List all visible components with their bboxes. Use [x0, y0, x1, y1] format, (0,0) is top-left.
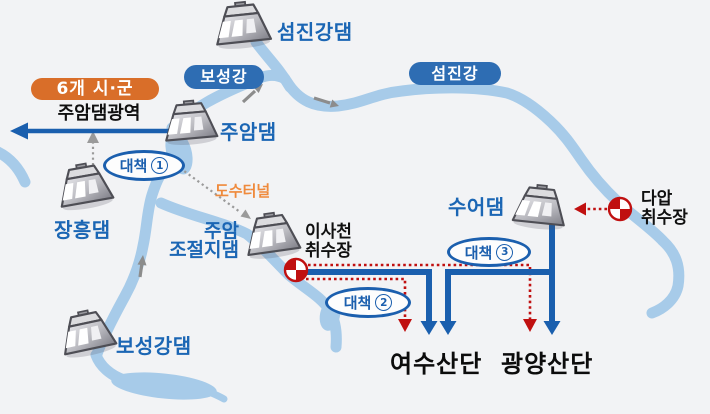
region-count-badge: 6개 시·군: [31, 78, 159, 100]
flow-arrow-layer: [137, 84, 339, 278]
red-arrowhead-sueo: [574, 202, 586, 216]
river-pill-seomjin: 섬진강: [409, 62, 501, 85]
sueo-dam-icon: [511, 181, 569, 233]
blue-arrowhead-west: [10, 122, 28, 140]
boseonggang-dam-label: 보성강댐: [116, 334, 192, 358]
juam-regulating-dam-label: 주암 조절지댐: [150, 222, 239, 260]
juam-regulating-dam-icon: [242, 208, 303, 263]
flow-arrowhead-left-river: [137, 255, 147, 266]
juam-dam-label: 주암댐: [220, 120, 277, 144]
flow-arrow-boseong: [241, 89, 257, 104]
daap-intake-icon: [607, 196, 633, 222]
juam-regulating-dam-label-line1: 주암: [204, 220, 239, 242]
measure-2-label: 대책: [343, 294, 372, 312]
measure-1-label: 대책: [119, 157, 148, 175]
measure-1-number: 1: [151, 157, 169, 174]
seomjingang-dam-icon: [212, 0, 273, 53]
isacheon-intake-icon: [283, 257, 309, 283]
seomjingang-dam-label: 섬진강댐: [277, 20, 353, 44]
pipe-layer: [10, 122, 561, 335]
blue-arrowhead-yeosu-2: [439, 321, 457, 335]
juam-regulating-dam-label-line2: 조절지댐: [169, 239, 239, 261]
supply-line-label: 주암댐광역: [57, 103, 141, 124]
sueo-branch-pipe: [445, 269, 552, 321]
tunnel-label: 도수터널: [215, 182, 271, 200]
daap-intake-label-line2: 취수장: [641, 208, 688, 228]
red-arrowhead-gwangyang: [523, 319, 537, 332]
daap-intake-label-line1: 다압: [641, 189, 673, 209]
isacheon-to-gwangyang-line: [308, 263, 532, 319]
isacheon-supply-pipe: [302, 269, 432, 321]
tunnel-arrowhead: [240, 209, 251, 219]
flow-arrowhead-seomjin: [329, 99, 339, 108]
flow-arrow-seomjin: [313, 96, 331, 105]
isacheon-intake-label-line1: 이사천: [305, 222, 352, 242]
yeosu-complex-label: 여수산단: [390, 350, 483, 378]
blue-arrowhead-yeosu-1: [420, 321, 438, 335]
boseonggang-dam-icon: [56, 304, 119, 362]
boseong-lake: [111, 372, 217, 400]
river-boseong-lower: [91, 154, 178, 360]
measure-3-label: 대책: [464, 243, 493, 262]
isacheon-intake-label-line2: 취수장: [305, 241, 352, 261]
jangheung-dam-label: 장흥댐: [54, 218, 111, 242]
tunnel-line: [179, 167, 241, 213]
jangheung-connector-arrowhead: [87, 131, 99, 143]
gwangyang-complex-label: 광양산단: [501, 350, 594, 378]
river-far-left: [0, 146, 31, 188]
river-pill-boseong: 보성강: [184, 65, 264, 89]
sueo-dam-label: 수어댐: [448, 195, 505, 219]
isacheon-intake-label: 이사천 취수장: [305, 223, 352, 261]
measure-2-number: 2: [375, 294, 393, 311]
measure-3-number: 3: [496, 243, 514, 261]
river-seomjin: [281, 76, 685, 319]
blue-arrowhead-gwangyang: [543, 321, 561, 335]
red-arrowhead-yeosu: [398, 319, 412, 332]
daap-intake-label: 다압 취수장: [641, 190, 688, 228]
flow-arrow-left-river: [138, 262, 144, 278]
